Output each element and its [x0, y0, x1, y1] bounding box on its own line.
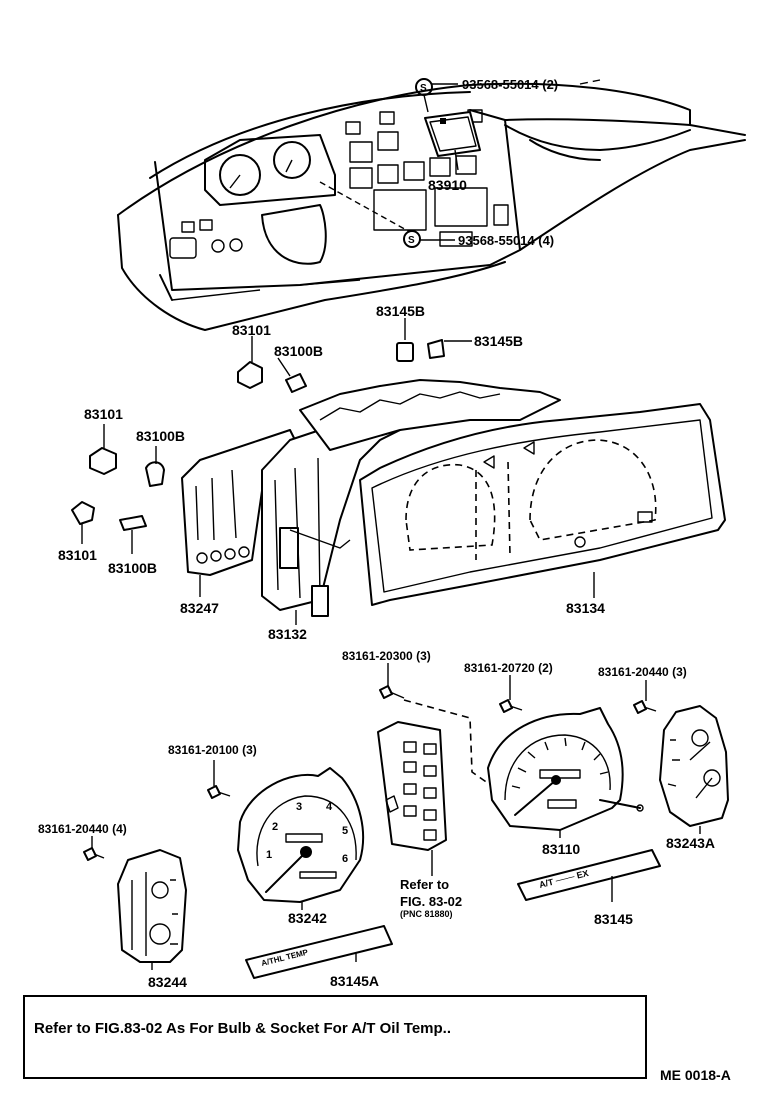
refer-label-line2: FIG. 83-02 — [400, 894, 462, 909]
oil-temp-gauge — [117, 849, 187, 963]
refer-label-line1: Refer to — [400, 877, 449, 892]
part-label-83145: 83145 — [594, 911, 633, 927]
part-label-83244: 83244 — [148, 974, 187, 990]
screw-s-mark: S — [408, 235, 415, 246]
part-label-83161-20720: 83161-20720 (2) — [464, 661, 553, 675]
note-text: Refer to FIG.83-02 As For Bulb & Socket … — [34, 1020, 452, 1037]
tachometer: 1 2 3 4 5 6 — [237, 767, 365, 903]
refer-label-pnc: (PNC 81880) — [400, 909, 453, 919]
note-box — [23, 995, 647, 1079]
part-label-83910: 83910 — [428, 177, 467, 193]
tach-digit: 2 — [272, 821, 278, 833]
bulbs-and-sockets — [71, 318, 472, 554]
tach-digit: 4 — [326, 801, 333, 813]
part-label-83100b-a: 83100B — [274, 343, 323, 359]
speedometer — [487, 707, 644, 831]
indicator-plate-83145a — [245, 925, 393, 979]
screws — [83, 685, 657, 861]
socket-strip — [377, 721, 447, 851]
part-label-83145a: 83145A — [330, 973, 379, 989]
fuel-temp-gauge — [659, 705, 729, 827]
part-label-83161-20440-left: 83161-20440 (4) — [38, 822, 127, 836]
part-label-83161-20440-right: 83161-20440 (3) — [598, 665, 687, 679]
instrument-panel-illustration: S S — [117, 78, 746, 331]
part-label-83145b-a: 83145B — [376, 303, 425, 319]
part-label-93568-55014-bottom: 93568-55014 (4) — [458, 233, 554, 248]
part-label-83161-20300: 83161-20300 (3) — [342, 649, 431, 663]
tach-digit: 1 — [266, 849, 272, 861]
part-label-83132: 83132 — [268, 626, 307, 642]
tach-digit: 6 — [342, 853, 348, 865]
combination-meter-assembly — [181, 379, 726, 617]
part-label-83161-20100: 83161-20100 (3) — [168, 743, 257, 757]
tach-digit: 3 — [296, 801, 302, 813]
part-label-83243a: 83243A — [666, 835, 715, 851]
figure-code: ME 0018-A — [660, 1067, 731, 1083]
tach-digit: 5 — [342, 825, 348, 837]
part-label-83247: 83247 — [180, 600, 219, 616]
part-label-83242: 83242 — [288, 910, 327, 926]
part-label-83100b-b: 83100B — [136, 428, 185, 444]
part-label-93568-55014-top: 93568-55014 (2) — [462, 77, 558, 92]
indicator-plate-83145 — [517, 849, 661, 901]
part-label-83134: 83134 — [566, 600, 605, 616]
part-label-83110: 83110 — [542, 841, 580, 857]
screw-s-mark: S — [420, 83, 427, 94]
part-label-83101-a: 83101 — [232, 322, 271, 338]
part-label-83145b-b: 83145B — [474, 333, 523, 349]
part-label-83101-b: 83101 — [84, 406, 123, 422]
part-label-83100b-c: 83100B — [108, 560, 157, 576]
part-label-83101-c: 83101 — [58, 547, 97, 563]
